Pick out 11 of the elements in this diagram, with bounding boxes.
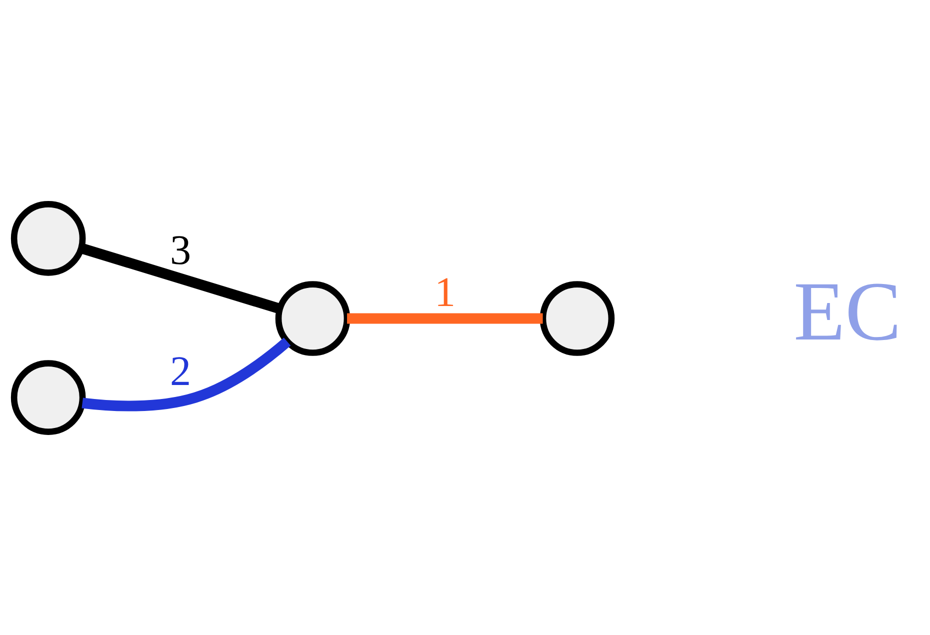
connector: [80, 242, 282, 314]
connector: [82, 337, 291, 411]
node-circle: [275, 280, 350, 356]
connector: [347, 312, 543, 324]
edge-label: 1: [434, 268, 456, 316]
edge-label: 2: [170, 347, 192, 394]
node-circle: [10, 200, 86, 276]
edge-label: 3: [170, 226, 192, 274]
node-circle: [10, 360, 86, 434]
label: EC: [794, 265, 902, 358]
node-circle: [540, 280, 615, 356]
